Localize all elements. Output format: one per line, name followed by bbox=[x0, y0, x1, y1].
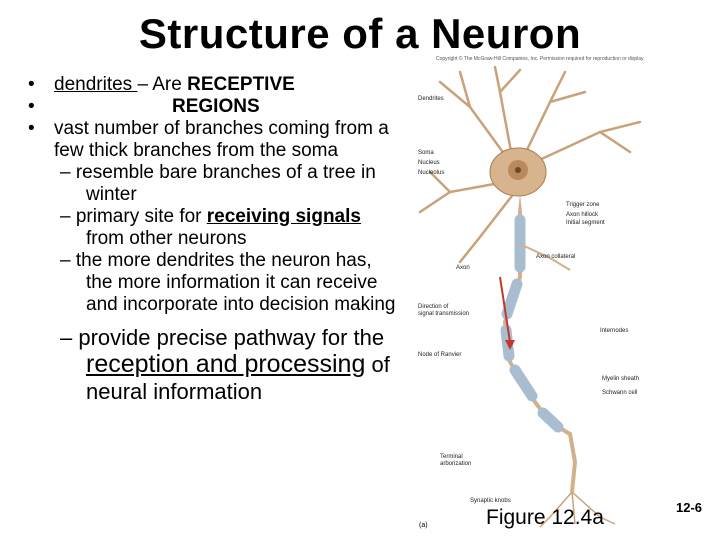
label-node-of-ranvier: Node of Ranvier bbox=[418, 352, 462, 358]
copyright-notice: Copyright © The McGraw-Hill Companies, I… bbox=[436, 56, 645, 62]
bullet-branches-text: vast number of branches coming from a fe… bbox=[54, 118, 389, 161]
sub-bullet-receiving-a: primary site for bbox=[75, 206, 207, 227]
label-soma: Soma bbox=[418, 150, 434, 156]
sub-bullet-pathway-u: reception and processing bbox=[86, 350, 366, 378]
bullet-mark: • bbox=[28, 118, 35, 139]
sub-bullet-receiving: – primary site for receiving signals fro… bbox=[28, 206, 398, 250]
sub-bullet-more-dendrites: – the more dendrites the neuron has, the… bbox=[28, 250, 398, 316]
bullet-list: • dendrites – Are RECEPTIVE • REGIONS • … bbox=[28, 74, 398, 405]
label-nucleus: Nucleus bbox=[418, 160, 440, 166]
label-direction-2: signal transmission bbox=[418, 311, 470, 317]
label-direction-1: Direction of bbox=[418, 304, 449, 310]
label-synaptic-knobs: Synaptic knobs bbox=[470, 498, 511, 504]
bullet-dendrites: • dendrites – Are RECEPTIVE bbox=[28, 74, 398, 96]
label-schwann-cell: Schwann cell bbox=[602, 390, 638, 396]
bullet-regions: • REGIONS bbox=[28, 96, 398, 118]
sub-bullet-tree: – resemble bare branches of a tree in wi… bbox=[28, 162, 398, 206]
sub-bullet-tree-text: resemble bare branches of a tree in wint… bbox=[75, 162, 376, 205]
sub-bullet-more-dendrites-text: the more dendrites the neuron has, the m… bbox=[75, 250, 396, 315]
slide-title: Structure of a Neuron bbox=[138, 10, 582, 57]
sub-bullet-pathway-a: provide precise pathway for the bbox=[78, 325, 385, 350]
dash-mark: – bbox=[60, 206, 71, 227]
sub-bullet-pathway-b: of neural information bbox=[86, 352, 390, 404]
label-nucleolus: Nucleolus bbox=[418, 170, 445, 176]
term-dendrites: dendrites bbox=[54, 74, 138, 95]
label-axon-collateral: Axon collateral bbox=[536, 254, 576, 260]
sub-bullet-receiving-b: from other neurons bbox=[86, 228, 247, 249]
neuron-diagram: Dendrites Soma Nucleus Nucleolus Trigger… bbox=[400, 62, 690, 532]
label-axon-hillock: Axon hillock bbox=[566, 212, 599, 218]
sub-bullet-pathway: – provide precise pathway for the recept… bbox=[28, 324, 398, 405]
neuron-illustration bbox=[418, 65, 642, 528]
label-trigger-zone: Trigger zone bbox=[566, 202, 600, 208]
panel-label: (a) bbox=[419, 522, 428, 529]
dash-mark: – bbox=[60, 250, 71, 271]
bullet-regions-text: REGIONS bbox=[172, 96, 260, 117]
label-myelin-sheath: Myelin sheath bbox=[602, 376, 640, 382]
bullet-mark: • bbox=[28, 74, 35, 95]
dash-mark: – bbox=[60, 162, 71, 183]
label-internodes: Internodes bbox=[600, 328, 629, 334]
bullet-dendrites-bold: RECEPTIVE bbox=[187, 74, 295, 95]
label-terminal-2: arborization bbox=[440, 461, 472, 467]
label-axon: Axon bbox=[456, 265, 470, 271]
bullet-mark: • bbox=[28, 96, 35, 117]
dash-mark: – bbox=[60, 325, 73, 350]
bullet-dendrites-text: – Are bbox=[137, 74, 188, 95]
bullet-branches: • vast number of branches coming from a … bbox=[28, 118, 398, 162]
label-dendrites: Dendrites bbox=[418, 96, 444, 102]
label-initial-segment: Initial segment bbox=[566, 220, 605, 226]
figure-caption: Figure 12.4a bbox=[486, 506, 604, 529]
sub-bullet-receiving-u: receiving signals bbox=[206, 206, 361, 227]
label-terminal-1: Terminal bbox=[440, 454, 463, 460]
page-number: 12-6 bbox=[676, 500, 703, 515]
